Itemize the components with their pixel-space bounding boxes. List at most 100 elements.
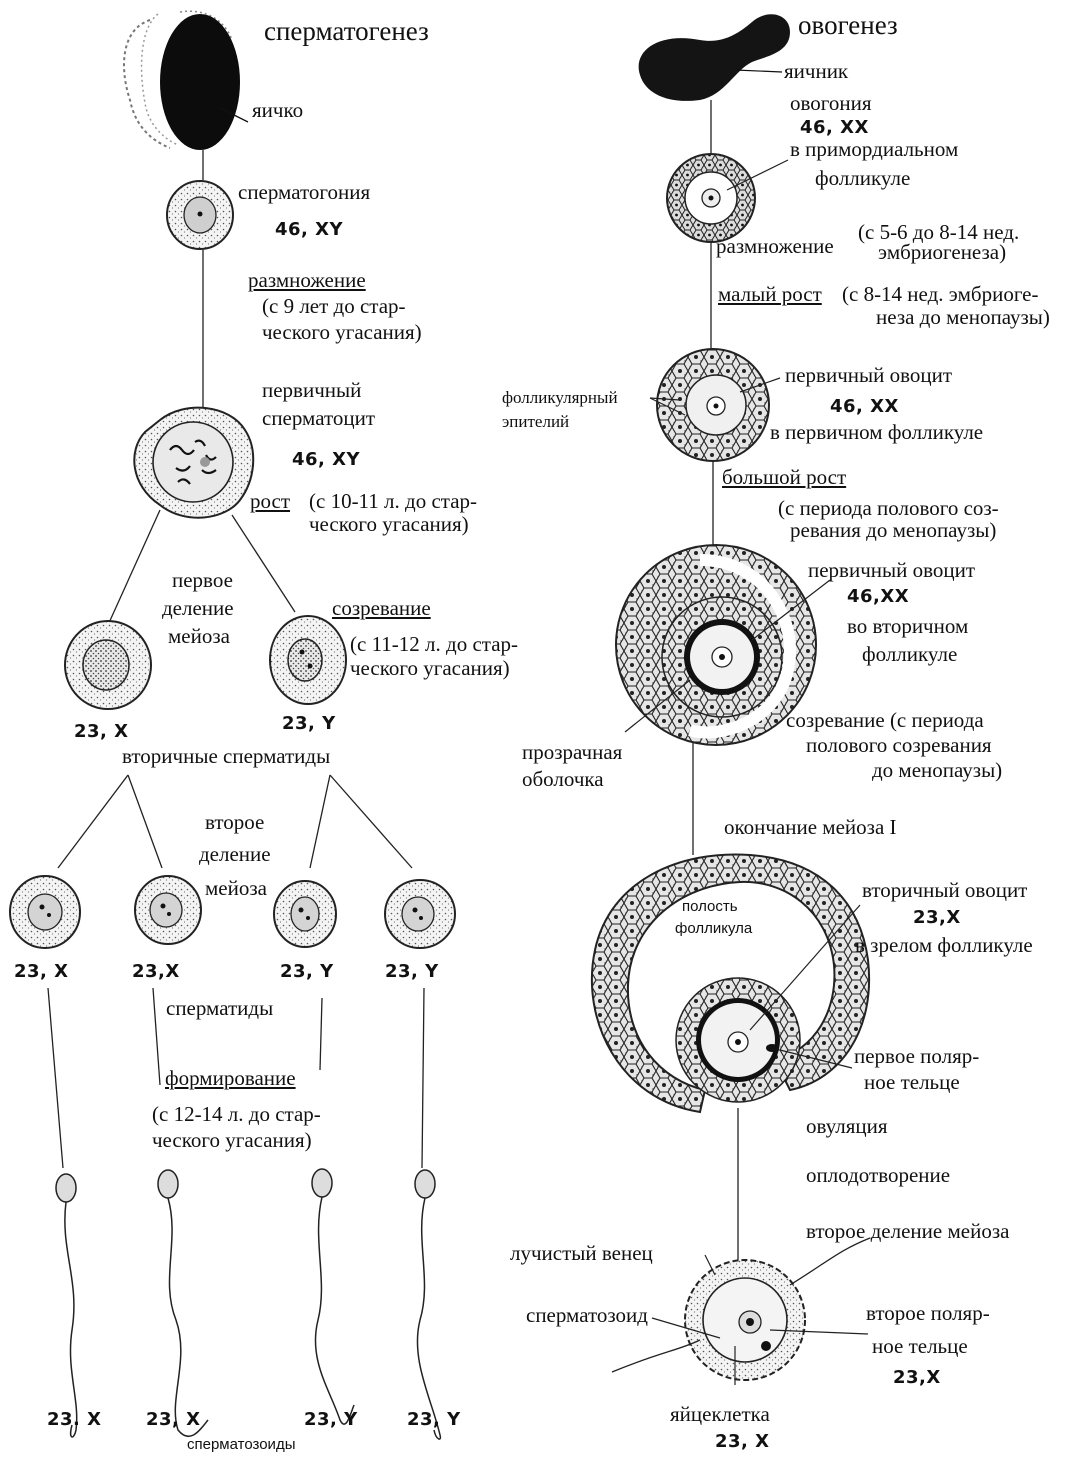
sperm-growth-label: рост xyxy=(250,489,291,513)
oogonia-label: овогония xyxy=(790,91,872,115)
oogenesis-lines xyxy=(692,100,739,1270)
secondary-karyotype-x: 23, X xyxy=(74,721,129,742)
big-growth-label: большой рост xyxy=(722,465,847,489)
spermatogenesis-title: сперматогенез xyxy=(264,16,429,46)
primary-spermatocyte-karyotype: 46, XY xyxy=(292,449,361,470)
ovo-maturation-label-2: полового созревания xyxy=(806,733,992,757)
second-meiosis-label-3: мейоза xyxy=(205,876,267,900)
second-meiosis-ovo-label: второе деление мейоза xyxy=(806,1219,1010,1243)
spermatid-karyotype-3: 23, Y xyxy=(280,961,334,982)
primary-spermatocyte-label-1: первичный xyxy=(262,378,362,402)
primary-spermatocyte-label-2: сперматоцит xyxy=(262,406,376,430)
follicular-epithelium-label-2: эпителий xyxy=(502,412,570,431)
sperm-reproduction-label: размножение xyxy=(248,268,366,292)
formation-note-2: ческого угасания) xyxy=(152,1128,312,1152)
sperm-growth-note-2: ческого угасания) xyxy=(309,512,469,536)
sperm-growth-note-1: (с 10-11 л. до стар- xyxy=(309,489,478,513)
egg-label: яйцеклетка xyxy=(670,1402,770,1426)
small-growth-note-2: неза до менопаузы) xyxy=(876,305,1050,329)
secondary-follicle-label-1: во вторичном xyxy=(847,614,969,638)
secondary-karyotype-y: 23, Y xyxy=(282,713,336,734)
end-meiosis-label: окончание мейоза I xyxy=(724,815,897,839)
testis-drawing xyxy=(123,10,249,150)
secondary-oocyte-label: вторичный овоцит xyxy=(862,878,1028,902)
follicular-epithelium-label-1: фолликулярный xyxy=(502,388,618,407)
spermatogonia-label: сперматогония xyxy=(238,180,371,204)
follicle-cavity-label-2: фолликула xyxy=(675,920,753,937)
small-growth-label: малый рост xyxy=(718,282,822,306)
sperm-reproduction-note-1: (с 9 лет до стар- xyxy=(262,294,406,318)
spermatogonia-karyotype: 46, XY xyxy=(275,219,344,240)
zona-pellucida-label-2: оболочка xyxy=(522,767,604,791)
spermatid-cell-1 xyxy=(9,875,81,949)
ovo-reproduction-label: размножение xyxy=(716,234,834,258)
secondary-oocyte-primary-label: первичный овоцит xyxy=(808,558,976,582)
sperm-maturation-note-2: ческого угасания) xyxy=(350,656,510,680)
spermatid-karyotype-1: 23, X xyxy=(14,961,69,982)
spermatid-cell-3 xyxy=(273,880,337,948)
big-growth-note-1: (с периода полового соз- xyxy=(778,496,999,520)
secondary-spermatids-label: вторичные сперматиды xyxy=(122,744,331,768)
second-meiosis-label-2: деление xyxy=(199,842,271,866)
first-polar-body-label-1: первое поляр- xyxy=(854,1044,980,1068)
spermatozoon-karyotype-3: 23, Y xyxy=(304,1409,358,1430)
small-growth-note-1: (с 8-14 нед. эмбриоге- xyxy=(842,282,1039,306)
first-meiosis-label-2: деление xyxy=(162,596,234,620)
primary-follicle-label: в первичном фолликуле xyxy=(770,420,984,444)
spermatid-cell-2 xyxy=(134,875,202,945)
mature-follicle-label: в зрелом фолликуле xyxy=(855,933,1033,957)
ovulation-label: овуляция xyxy=(806,1114,888,1138)
follicle-cavity-label-1: полость xyxy=(682,898,738,915)
primary-spermatocyte-cell xyxy=(133,406,255,519)
spermatids-label: сперматиды xyxy=(166,996,274,1020)
sperm-reproduction-note-2: ческого угасания) xyxy=(262,320,422,344)
mature-follicle xyxy=(590,853,871,1114)
spermatogonia-cell xyxy=(166,180,234,250)
primordial-follicle-label-1: в примордиальном xyxy=(790,137,959,161)
primary-follicle xyxy=(649,348,781,462)
ovary-drawing xyxy=(638,14,790,101)
spermatogenesis-lines xyxy=(47,150,425,1169)
ovo-reproduction-note-1: (с 5-6 до 8-14 нед. xyxy=(858,220,1020,244)
second-polar-body-label-1: второе поляр- xyxy=(866,1301,990,1325)
ovo-maturation-label-3: до менопаузы) xyxy=(872,758,1003,782)
secondary-spermatocyte-cell-y xyxy=(269,615,347,705)
primordial-follicle xyxy=(666,153,789,243)
fertilization-label: оплодотворение xyxy=(806,1163,951,1187)
primordial-follicle-label-2: фолликуле xyxy=(815,166,911,190)
second-polar-body-karyotype: 23,X xyxy=(893,1367,941,1388)
spermatozoon-karyotype-2: 23, X xyxy=(146,1409,201,1430)
secondary-follicle xyxy=(615,544,831,746)
sperm-maturation-label: созревание xyxy=(332,596,431,620)
formation-label: формирование xyxy=(165,1066,296,1090)
oogenesis-title: овогенез xyxy=(798,10,898,40)
testis-label: яичко xyxy=(252,98,304,122)
sperm-maturation-note-1: (с 11-12 л. до стар- xyxy=(350,632,519,656)
second-polar-body-label-2: ное тельце xyxy=(872,1334,968,1358)
formation-note-1: (с 12-14 л. до стар- xyxy=(152,1102,321,1126)
secondary-spermatocyte-cell-x xyxy=(64,620,152,710)
primary-oocyte-karyotype: 46, XX xyxy=(830,396,899,417)
spermatid-cell-4 xyxy=(384,879,456,949)
spermatid-karyotype-4: 23, Y xyxy=(385,961,439,982)
spermatozoon-karyotype-4: 23, Y xyxy=(407,1409,461,1430)
ovary-label: яичник xyxy=(784,59,849,83)
spermatozoon-3 xyxy=(311,1168,355,1425)
corona-radiata-label: лучистый венец xyxy=(510,1241,653,1265)
secondary-follicle-label-2: фолликуле xyxy=(862,642,958,666)
zona-pellucida-label-1: прозрачная xyxy=(522,740,623,764)
spermatozoon-2 xyxy=(157,1169,209,1437)
first-meiosis-label-3: мейоза xyxy=(168,624,230,648)
first-meiosis-label-1: первое xyxy=(172,568,233,592)
spermatozoon-label: сперматозоид xyxy=(526,1303,648,1327)
spermatid-karyotype-2: 23,X xyxy=(132,961,180,982)
second-meiosis-label-1: второе xyxy=(205,810,265,834)
oogonia-karyotype: 46, XX xyxy=(800,117,869,138)
ovo-reproduction-note-2: эмбриогенеза) xyxy=(878,240,1007,264)
egg-karyotype: 23, X xyxy=(715,1431,770,1452)
secondary-follicle-karyotype: 46,XX xyxy=(847,586,910,607)
spermatozoa-label: сперматозоиды xyxy=(187,1436,296,1453)
first-polar-body-label-2: ное тельце xyxy=(864,1070,960,1094)
spermatozoon-1 xyxy=(55,1173,78,1438)
